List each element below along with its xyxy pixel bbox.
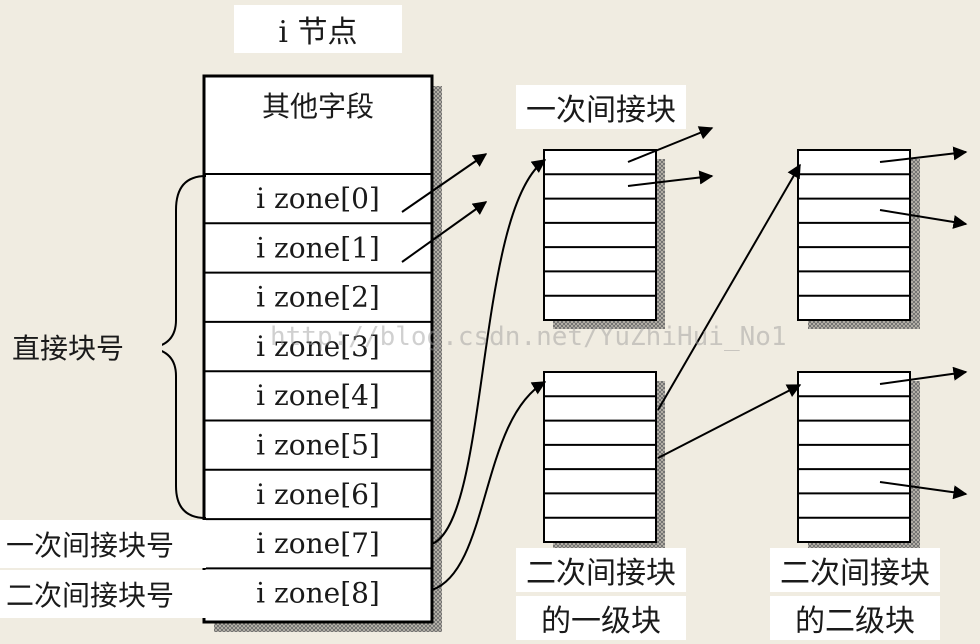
inode-zone-label: i zone[2]	[256, 281, 380, 314]
single-indirect-block-label: 一次间接块	[516, 85, 686, 129]
direct-blocks-label: 直接块号	[6, 322, 162, 372]
arrow-l2a-1	[879, 209, 968, 229]
arrow-l1-0	[657, 163, 801, 411]
arrow-l2a-0	[879, 146, 968, 163]
inode-header-text: 其他字段	[262, 90, 374, 123]
inode-zone-label: i zone[3]	[256, 330, 380, 363]
arrow-zone0	[401, 153, 488, 213]
inode-zone-label: i zone[0]	[256, 182, 380, 215]
double-l1-label-line2: 的一级块	[516, 596, 686, 640]
inode-zone-label: i zone[4]	[256, 379, 380, 412]
inode-title: i 节点	[234, 5, 402, 53]
double-indirect-level2-block-a	[797, 149, 911, 321]
inode-zone-label: i zone[8]	[256, 576, 380, 609]
block-box	[543, 371, 657, 543]
block-box	[797, 371, 911, 543]
inode-zone-label: i zone[1]	[256, 231, 380, 264]
double-indirect-label: 二次间接块号	[0, 570, 206, 618]
arrow-l1-1	[657, 384, 802, 459]
single-indirect-block	[543, 149, 657, 321]
double-indirect-level1-block	[543, 371, 657, 543]
inode-zone-label: i zone[5]	[256, 429, 380, 462]
inode-box	[202, 74, 434, 624]
block-box	[797, 149, 911, 321]
inode-zone-label: i zone[6]	[256, 478, 380, 511]
pointer-arrows	[401, 126, 968, 591]
inode-zone-rows: i zone[0] i zone[1] i zone[2] i zone[3] i zo…	[204, 182, 432, 609]
inode-zone-label: i zone[7]	[256, 527, 380, 560]
arrow-zone1	[401, 201, 488, 263]
arrow-l2b-0	[879, 366, 968, 385]
single-indirect-label: 一次间接块号	[0, 520, 206, 568]
arrow-single-0	[627, 126, 714, 163]
arrow-zone8	[431, 381, 547, 591]
double-l1-label-line1: 二次间接块	[516, 548, 686, 592]
arrow-l2b-1	[879, 481, 968, 500]
block-box	[543, 149, 657, 321]
double-indirect-level2-block-b	[797, 371, 911, 543]
watermark-text: http://blog.csdn.net/YuZhiHui_No1	[270, 322, 787, 352]
arrow-zone7	[431, 159, 547, 545]
arrow-single-1	[627, 170, 714, 187]
double-l2-label-line1: 二次间接块	[770, 548, 940, 592]
double-l2-label-line2: 的二级块	[770, 596, 940, 640]
